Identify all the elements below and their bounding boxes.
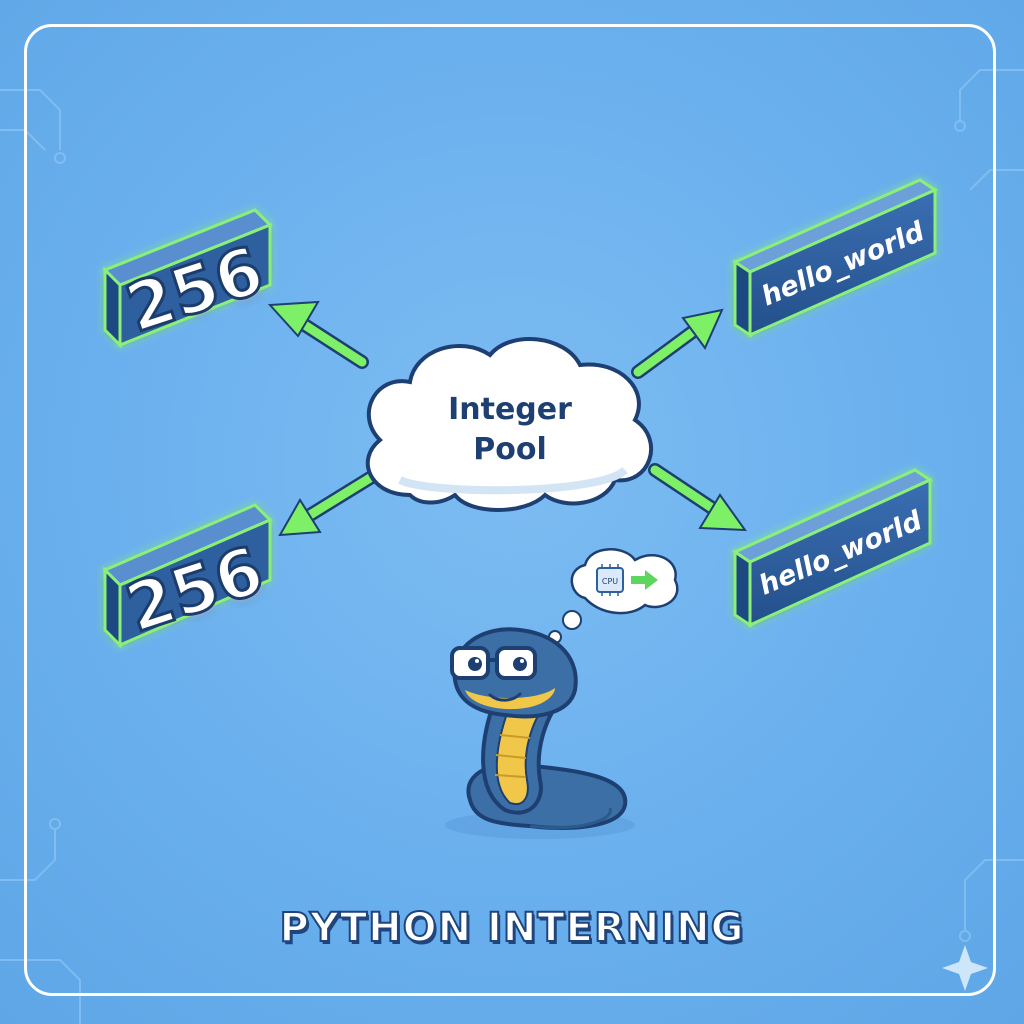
arrow-to-string-bottom [648,463,748,532]
pool-label-line-2: Pool [473,432,547,467]
arrow-right-icon [631,570,658,590]
sparkle-icon [942,945,988,991]
arrow-to-number-top [267,300,369,369]
integer-pool-cloud [365,337,654,512]
arrow-to-number-bottom [278,471,377,537]
circuit-decoration [0,69,1024,1024]
page-title: PYTHON INTERNING [279,904,745,952]
outer-frame [24,24,996,996]
pool-label-line-1: Integer [448,392,572,427]
arrow-to-string-top [631,308,724,379]
thought-bubble: CPU [548,548,679,644]
cpu-label: CPU [602,577,618,586]
python-snake-mascot [445,627,635,839]
integer-pool-label: Integer Pool [400,390,620,470]
